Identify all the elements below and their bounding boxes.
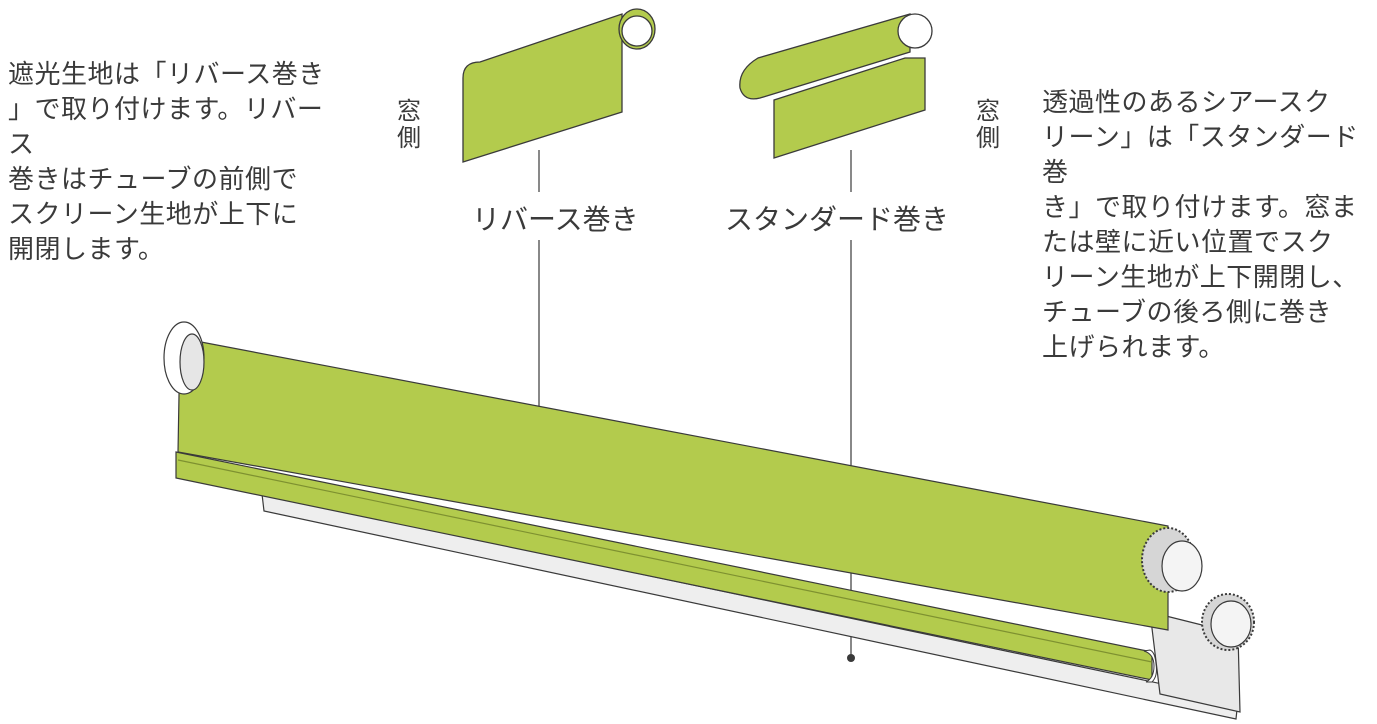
standard-roll-icon <box>739 13 933 159</box>
rear-bracket <box>1201 593 1255 651</box>
reverse-roll-description: 遮光生地は「リバース巻き 」で取り付けます。リバース 巻きはチューブの前側で ス… <box>8 60 325 265</box>
front-bracket <box>1141 527 1203 593</box>
standard-roll-label: スタンダード巻き <box>725 203 950 236</box>
standard-roll-description: 透過性のあるシアースク リーン」は「スタンダード巻 き」で取り付けます。窓ま た… <box>1042 88 1359 363</box>
leader-lines <box>538 150 852 658</box>
window-side-label-left: 窓 側 <box>397 97 421 152</box>
reverse-roll-icon <box>462 8 656 163</box>
left-end-cap <box>163 321 205 395</box>
green-fabric <box>175 337 1169 683</box>
reverse-roll-label: リバース巻き <box>472 203 639 236</box>
standard-roll-pointer <box>847 654 855 662</box>
window-side-label-right: 窓 側 <box>976 97 1000 152</box>
